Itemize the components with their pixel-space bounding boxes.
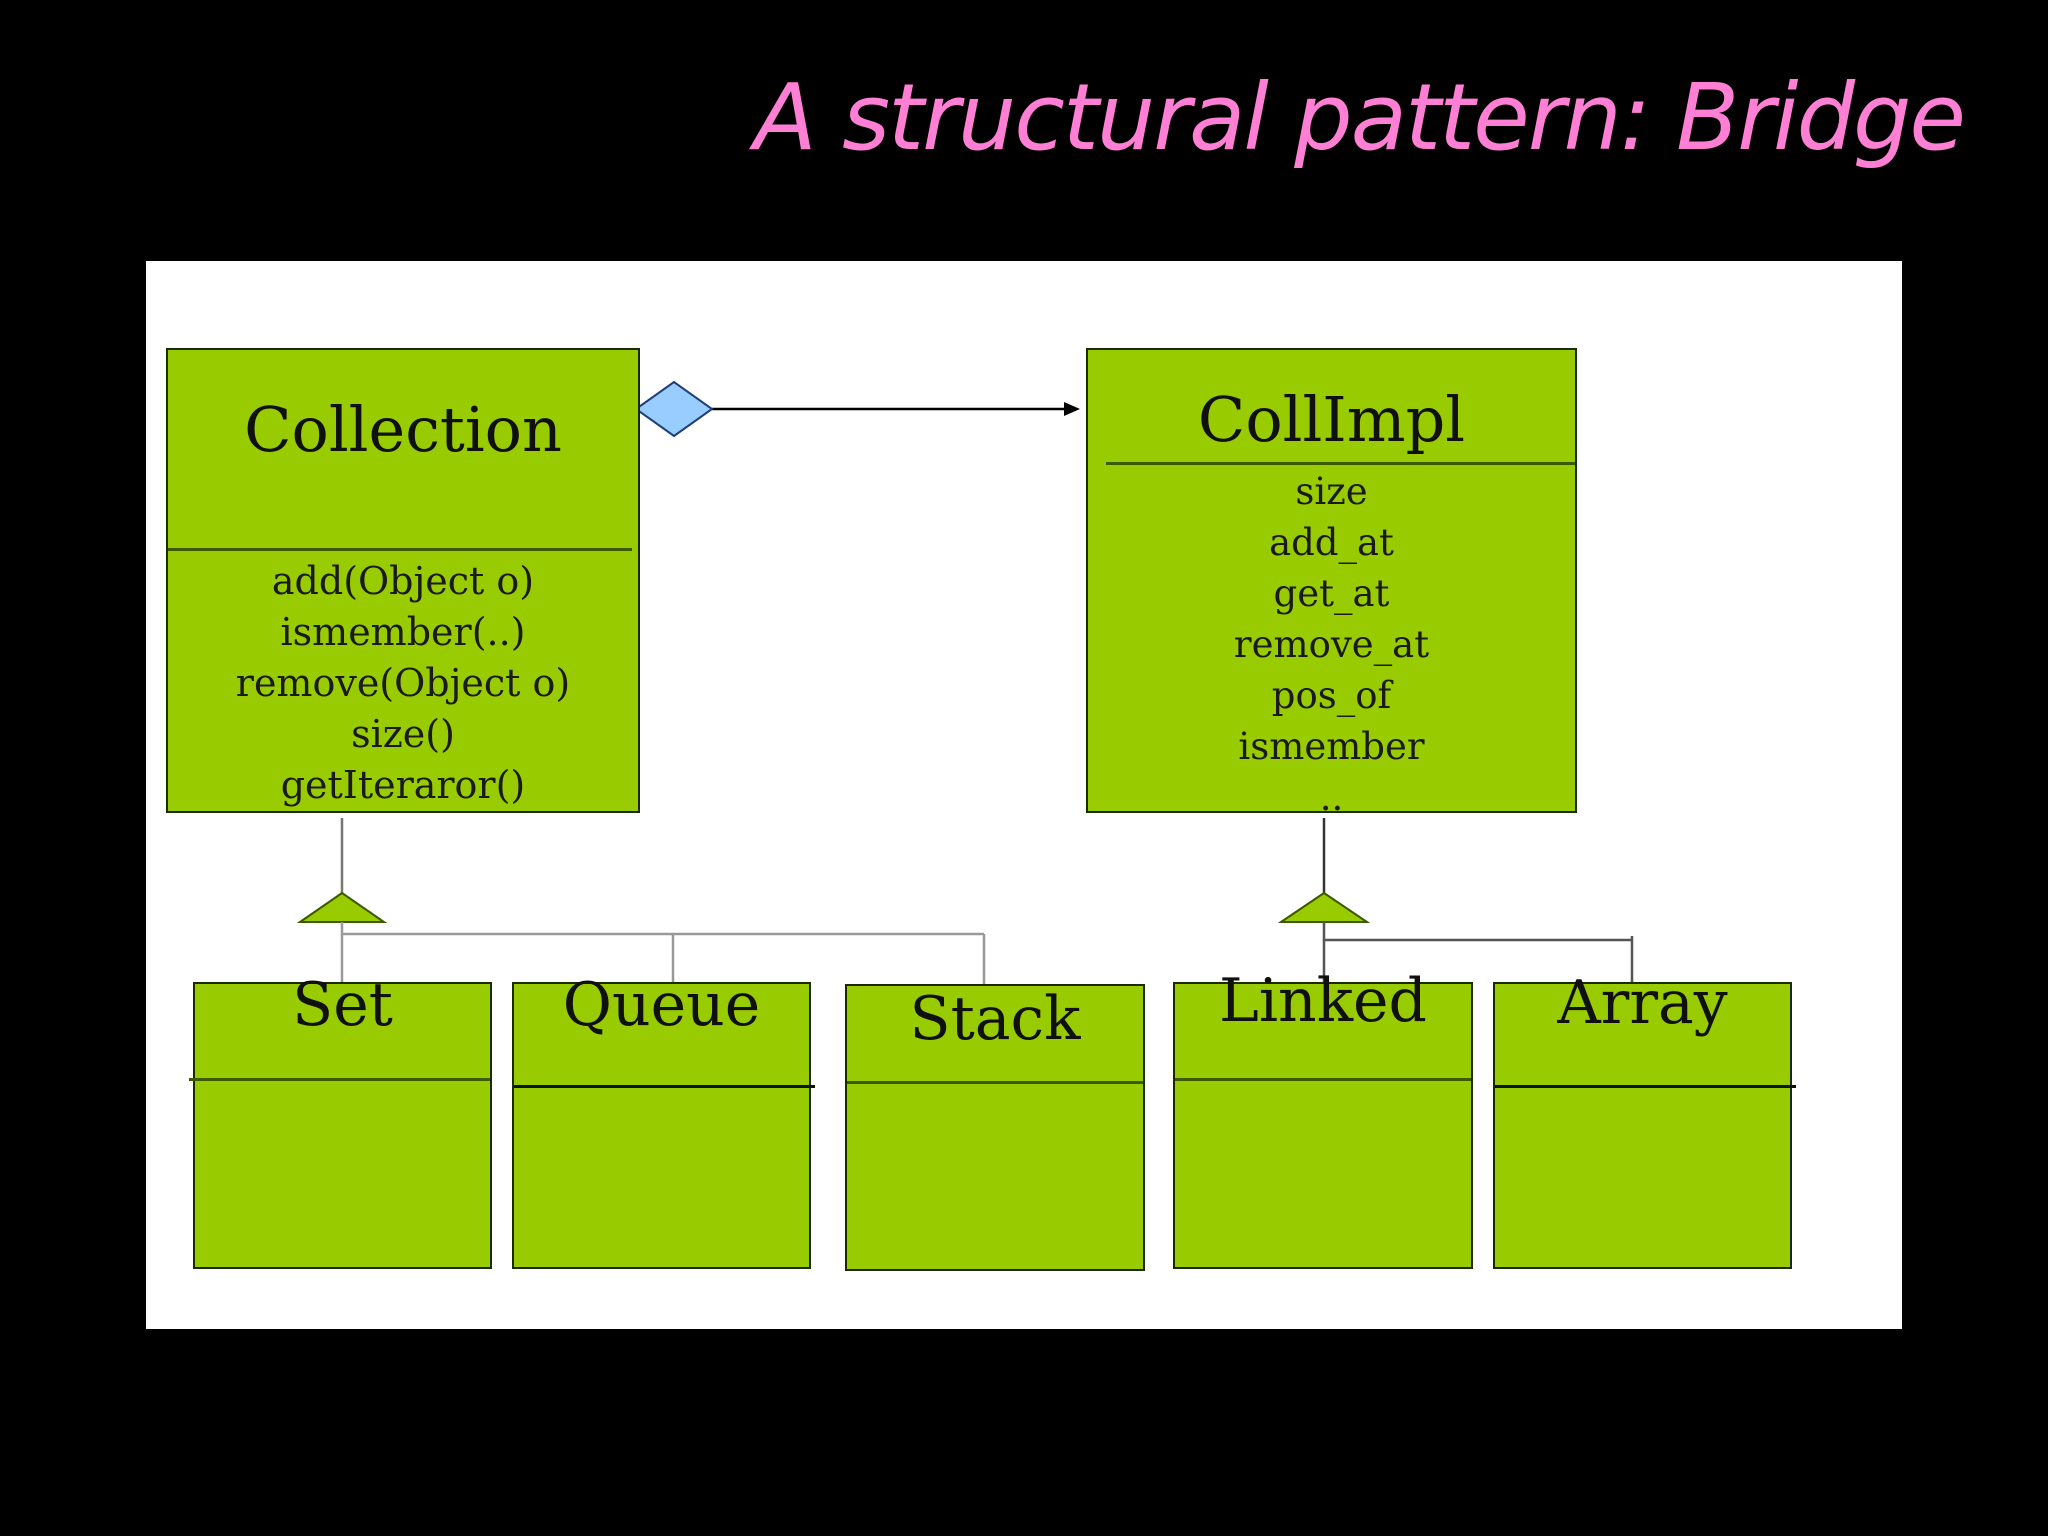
class-name: Stack [909,984,1081,1054]
class-divider [514,1085,815,1088]
queue-class: Queue [512,970,815,1269]
slide-title: A structural pattern: Bridge [753,64,1966,171]
method-item: add(Object o) [271,559,535,603]
method-item: get_at [1273,572,1390,615]
class-divider [847,1081,1143,1084]
collimpl-inheritance-bar [1322,922,1632,942]
set-class: Set [189,970,492,1269]
method-item: .. [1319,776,1344,819]
class-name: Array [1557,968,1728,1038]
collection-inheritance-triangle [296,891,388,923]
array-class: Array [1493,968,1796,1269]
method-item: size() [351,712,455,756]
method-item: remove(Object o) [235,661,571,705]
collimpl-inheritance-triangle [1277,891,1371,923]
method-list: size add_at get_at remove_at pos_of isme… [1088,466,1575,823]
collection-class: Collection add(Object o) ismember(..) re… [166,348,640,813]
method-item: size [1295,470,1368,513]
class-name: Collection [244,393,562,466]
class-name: Set [292,970,393,1040]
linked-class: Linked [1173,966,1473,1269]
class-name: Linked [1219,966,1427,1036]
class-divider [1106,462,1575,465]
method-list: add(Object o) ismember(..) remove(Object… [168,556,638,811]
method-item: ismember(..) [280,610,526,654]
method-item: add_at [1269,521,1394,564]
class-name: Queue [562,970,761,1040]
aggregation-diamond [634,380,714,438]
aggregation-arrowhead [1064,402,1080,416]
collection-inheritance-bar [340,922,984,936]
class-divider [168,548,632,551]
class-divider [189,1078,490,1081]
collimpl-class: CollImpl size add_at get_at remove_at po… [1086,348,1577,819]
method-item: getIteraror() [280,763,526,807]
stack-class: Stack [845,984,1145,1271]
class-divider [1175,1078,1471,1081]
method-item: remove_at [1233,623,1430,666]
class-name: CollImpl [1197,383,1466,456]
class-divider [1495,1085,1796,1088]
method-item: pos_of [1271,674,1392,717]
method-item: ismember [1238,725,1425,768]
